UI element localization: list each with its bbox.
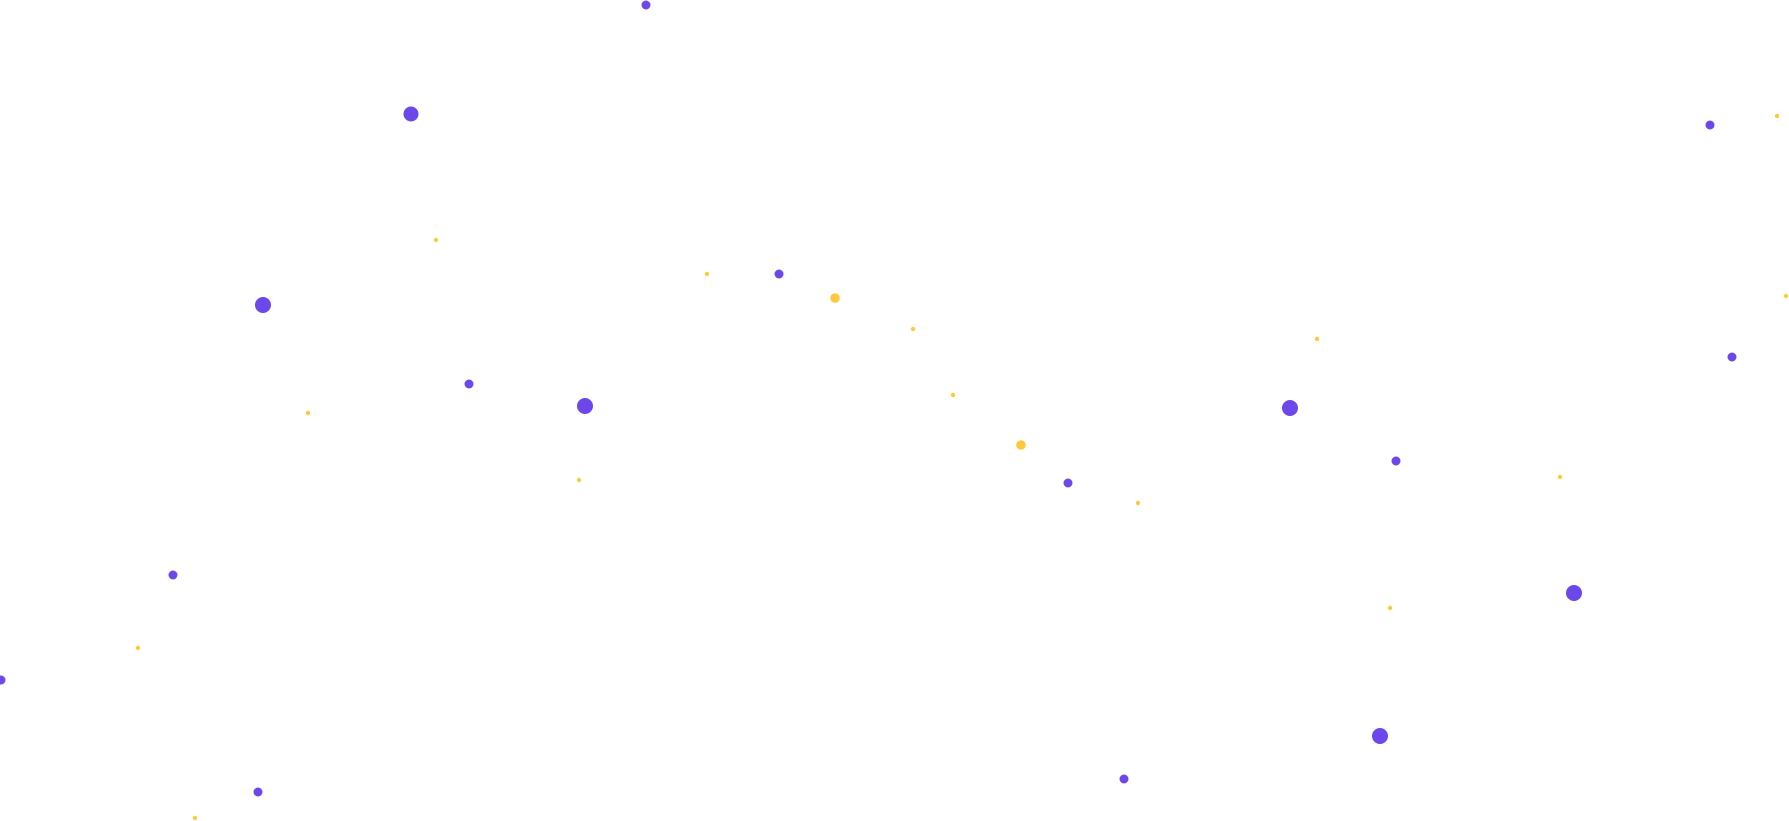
purple-dot <box>641 0 651 10</box>
yellow-dot <box>1387 605 1393 611</box>
yellow-dot <box>830 293 840 303</box>
purple-dot <box>464 379 474 389</box>
yellow-dot <box>135 645 141 651</box>
yellow-dot <box>576 477 582 483</box>
yellow-dot <box>910 326 916 332</box>
yellow-dot <box>305 410 311 416</box>
yellow-dot <box>433 237 439 243</box>
purple-dot <box>253 787 263 797</box>
purple-dot <box>1566 585 1582 601</box>
yellow-dot <box>1783 293 1789 299</box>
yellow-dot <box>704 271 710 277</box>
purple-dot <box>1372 728 1388 744</box>
purple-dot <box>403 106 419 122</box>
yellow-dot <box>1314 336 1320 342</box>
yellow-dot-layer <box>135 113 1789 821</box>
yellow-dot <box>1774 113 1780 119</box>
yellow-dot <box>1135 500 1141 506</box>
yellow-dot <box>1557 474 1563 480</box>
purple-dot <box>1391 456 1401 466</box>
purple-dot <box>1119 774 1129 784</box>
yellow-dot <box>192 815 198 821</box>
purple-dot <box>1063 478 1073 488</box>
purple-dot <box>577 398 593 414</box>
purple-dot <box>255 297 271 313</box>
yellow-dot <box>1016 440 1026 450</box>
purple-dot <box>168 570 178 580</box>
purple-dot <box>1705 120 1715 130</box>
purple-dot <box>0 675 6 685</box>
yellow-dot <box>950 392 956 398</box>
purple-dot <box>774 269 784 279</box>
purple-dot <box>1727 352 1737 362</box>
purple-dot <box>1282 400 1298 416</box>
purple-dot-layer <box>0 0 1737 797</box>
